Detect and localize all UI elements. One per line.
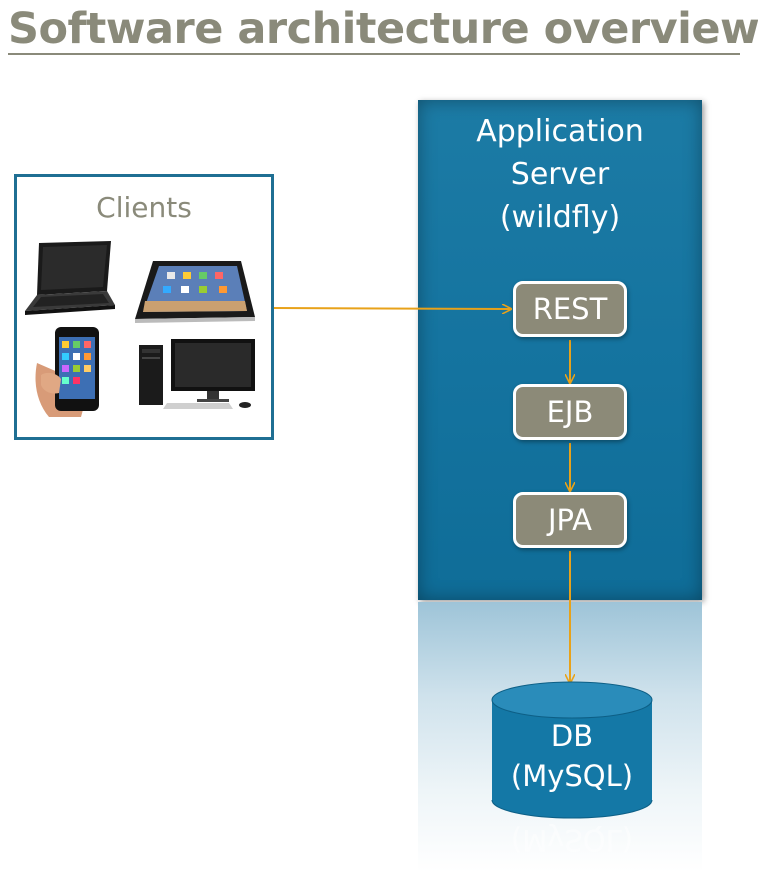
app-label-line2: Server <box>510 157 610 192</box>
rest-component: REST <box>513 281 627 337</box>
app-label-line1: Application <box>476 114 644 149</box>
ejb-component: EJB <box>513 384 627 440</box>
app-label-line3: (wildfly) <box>499 200 621 235</box>
clients-label: Clients <box>96 191 192 224</box>
title-underline <box>8 53 740 55</box>
database-label-reflection: (MySQL) <box>492 820 652 860</box>
db-label-line1: DB <box>550 719 594 753</box>
db-mirror-text: (MySQL) <box>510 823 634 857</box>
smartphone-icon <box>35 327 99 417</box>
jpa-component: JPA <box>513 492 627 548</box>
clients-box: Clients <box>14 174 274 440</box>
arrow-clients-to-rest <box>273 308 510 309</box>
page-title: Software architecture overview <box>8 4 758 54</box>
laptop-icon <box>25 241 115 315</box>
db-label-line2: (MySQL) <box>510 759 634 793</box>
database-cylinder <box>491 681 653 819</box>
application-server-label: Application Server (wildfly) <box>418 110 702 239</box>
tablet-icon <box>135 261 255 323</box>
database-label: DB (MySQL) <box>492 716 652 796</box>
desktop-computer-icon <box>139 339 255 409</box>
